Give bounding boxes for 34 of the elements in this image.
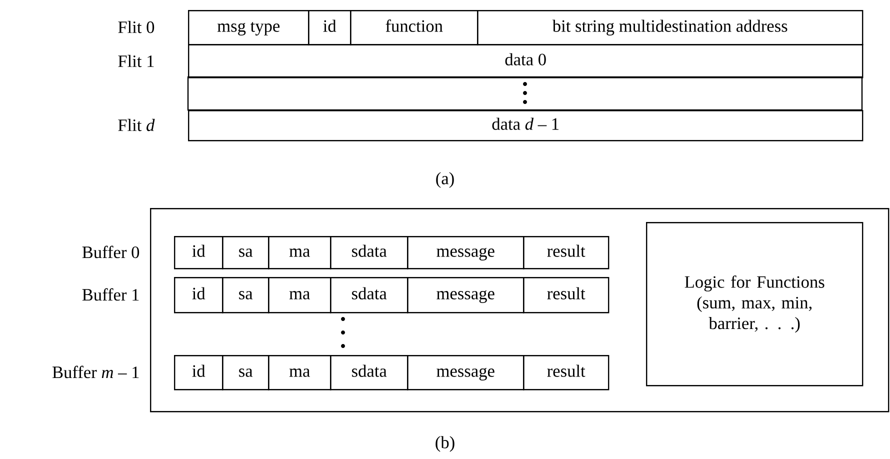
table-cell: bit string multidestination address [477,10,864,46]
row-label: Buffer m – 1 [52,366,139,378]
table-cell: msg type [188,10,310,46]
table-cell: ma [268,236,332,270]
table-cell: message [407,277,524,314]
row-label: Flit d [118,118,155,132]
table-cell: data d – 1 [188,110,864,142]
table-cell: result [523,277,610,314]
table-cell: function [350,10,478,46]
table-cell: id [174,354,224,390]
table-cell: sa [222,277,270,314]
panel-caption: (a) [436,172,454,188]
row-label: Flit 0 [118,20,154,34]
table-cell: sdata [330,354,408,390]
table-cell: message [407,236,524,270]
table-cell: id [174,277,224,314]
table-cell: sdata [330,236,408,270]
table-cell: message [407,354,524,390]
row-label: Buffer 1 [82,288,139,301]
table-cell: id [308,10,352,46]
table-cell: sa [222,236,270,270]
table-cell: sdata [330,277,408,314]
table-cell: sa [222,354,270,390]
table-cell: result [523,236,610,270]
table-cell: id [174,236,224,270]
table-cell: ma [268,354,332,390]
table-cell: data 0 [188,44,864,78]
frame-box [150,208,890,412]
panel-caption: (b) [436,436,454,452]
row-label: Buffer 0 [82,246,140,258]
row-label: Flit 1 [118,54,154,68]
table-cell: result [523,354,610,390]
table-cell: ma [268,277,332,314]
logic-box: Logic for Functions (sum, max, min, barrier, . . .) [646,222,864,386]
